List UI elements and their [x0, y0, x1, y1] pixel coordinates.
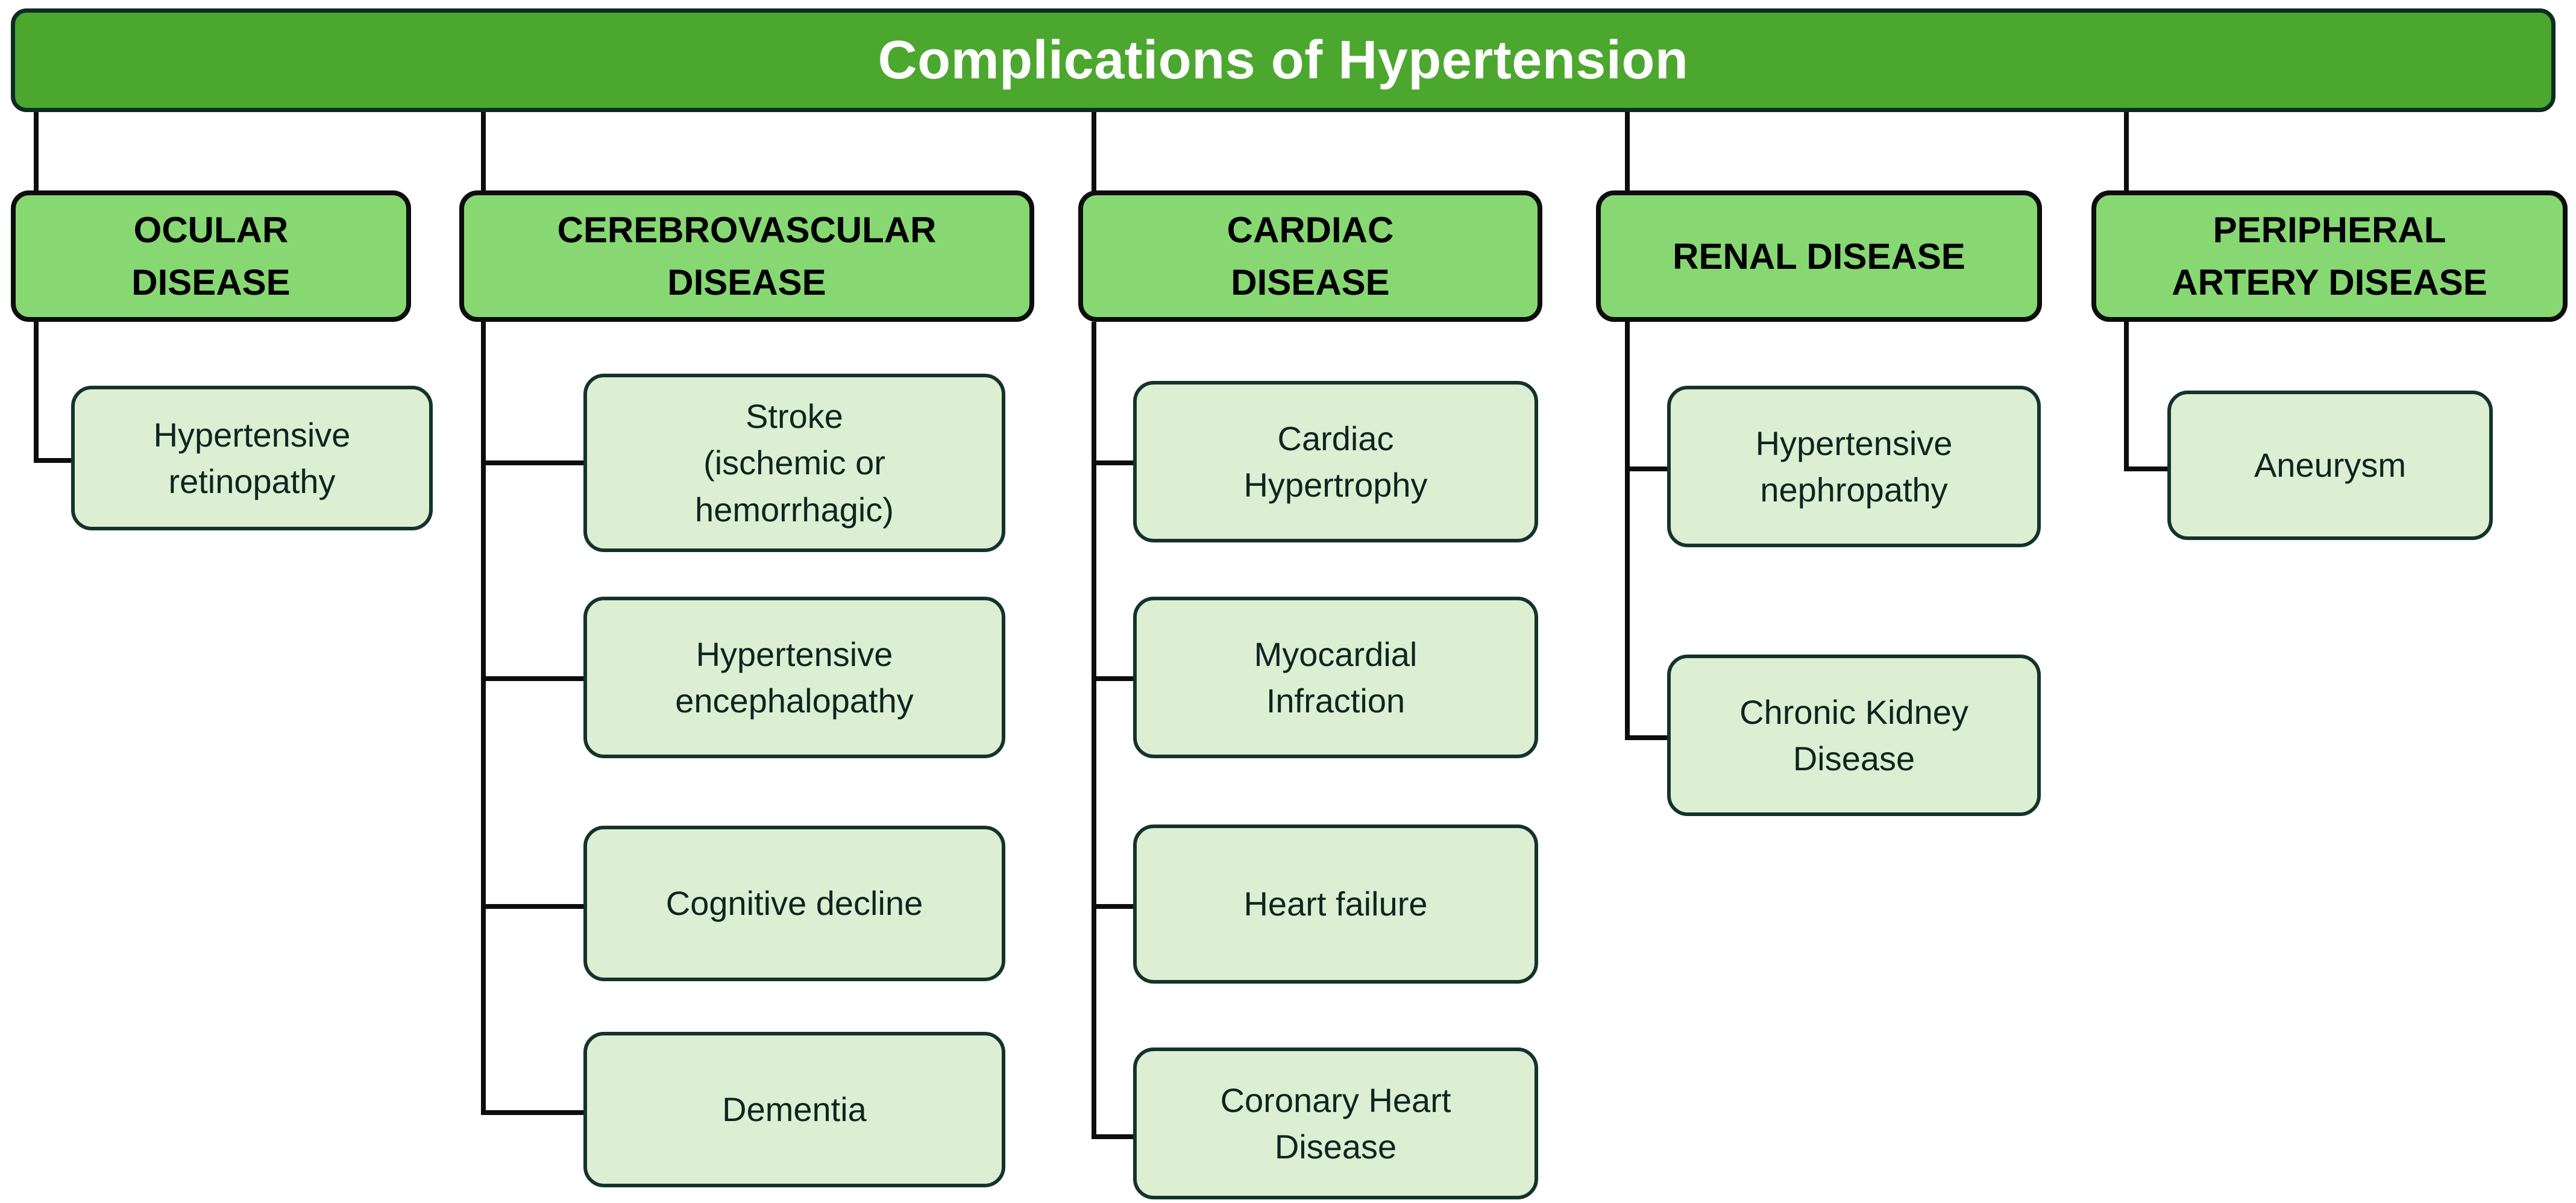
leaf-node-cognitive-decline[interactable]: Cognitive decline	[583, 826, 1005, 981]
connector-renal-to-hypertensive-nephropathy	[1625, 466, 1673, 471]
leaf-node-aneurysm[interactable]: Aneurysm	[2167, 391, 2493, 540]
category-label-renal-disease: RENAL DISEASE	[1673, 236, 1965, 277]
root-node-complications-of-hypertension[interactable]: Complications of Hypertension	[11, 8, 2556, 112]
connector-root-to-renal	[1625, 112, 1630, 192]
connector-root-to-cerebrovascular	[481, 112, 486, 192]
connector-cerebrovascular-to-stroke	[481, 460, 591, 465]
leaf-label-aneurysm: Aneurysm	[2254, 446, 2407, 485]
connector-root-to-cardiac	[1092, 112, 1096, 192]
connector-ocular-to-hypertensive-retinopathy	[34, 458, 87, 463]
connector-root-to-peripheral-artery	[2124, 112, 2129, 192]
connector-peripheral-artery-to-aneurysm	[2124, 466, 2172, 471]
leaf-node-heart-failure[interactable]: Heart failure	[1133, 825, 1538, 984]
connector-renal-to-chronic-kidney-disease	[1625, 735, 1673, 740]
leaf-node-dementia[interactable]: Dementia	[583, 1032, 1005, 1187]
leaf-label-cognitive-decline: Cognitive decline	[665, 884, 923, 923]
connector-root-to-ocular	[34, 112, 39, 192]
connector-cardiac-to-cardiac-hypertrophy	[1092, 460, 1139, 465]
leaf-label-heart-failure: Heart failure	[1243, 885, 1428, 923]
spine-renal	[1625, 322, 1630, 740]
spine-cerebrovascular	[481, 322, 486, 1115]
spine-ocular	[34, 322, 39, 460]
connector-cerebrovascular-to-cognitive-decline	[481, 904, 591, 909]
spine-peripheral-artery	[2124, 322, 2129, 471]
connector-cerebrovascular-to-dementia	[481, 1110, 591, 1115]
leaf-label-dementia: Dementia	[722, 1090, 867, 1129]
connector-cerebrovascular-to-hypertensive-encephalopathy	[481, 676, 591, 681]
connector-cardiac-to-myocardial-infraction	[1092, 676, 1139, 681]
connector-cardiac-to-heart-failure	[1092, 904, 1139, 909]
category-node-renal-disease[interactable]: RENAL DISEASE	[1596, 190, 2042, 322]
connector-cardiac-to-coronary-heart-disease	[1092, 1134, 1139, 1139]
root-title-label: Complications of Hypertension	[878, 30, 1689, 90]
spine-cardiac	[1092, 322, 1096, 1139]
